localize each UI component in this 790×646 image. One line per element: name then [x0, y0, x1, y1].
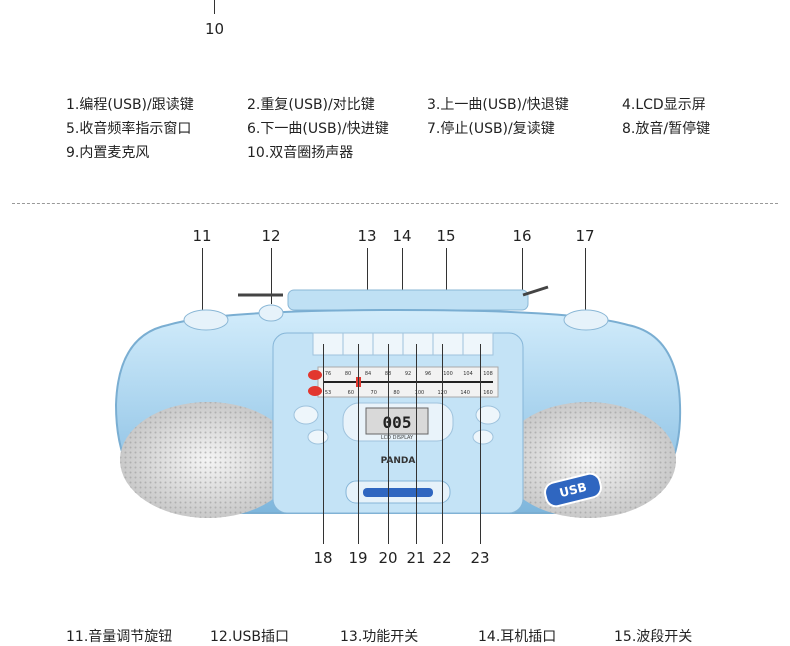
leader-line-19: [358, 344, 359, 544]
usb-badge: [544, 472, 602, 508]
legend-item-14: 14.耳机插口: [478, 629, 557, 645]
leader-line-12: [271, 248, 272, 304]
brand-label: PANDA: [381, 456, 416, 466]
legend-item-5: 5.收音频率指示窗口: [66, 121, 192, 137]
legend-item-13: 13.功能开关: [340, 629, 419, 645]
tuner-label: 70: [371, 390, 377, 396]
tuner-label: 96: [425, 371, 431, 377]
callout-17: 17: [575, 227, 595, 245]
leader-line-22: [442, 344, 443, 544]
tuner-label: 140: [460, 390, 470, 396]
tuner-label: 80: [345, 371, 351, 377]
leader-line-17: [585, 248, 586, 316]
legend-item-15: 15.波段开关: [614, 629, 693, 645]
callout-13: 13: [357, 227, 377, 245]
legend-item-8: 8.放音/暂停键: [622, 121, 711, 137]
lcd-screen: [365, 407, 429, 435]
tuner-label: 100: [443, 371, 453, 377]
legend-item-12: 12.USB插口: [210, 629, 290, 645]
tuner-label: 160: [483, 390, 493, 396]
tuner-label: 53: [325, 390, 331, 396]
callout-15: 15: [436, 227, 456, 245]
legend-item-10: 10.双音圈扬声器: [247, 145, 354, 161]
legend-item-6: 6.下一曲(USB)/快进键: [247, 121, 389, 137]
legend-item-11: 11.音量调节旋钮: [66, 629, 173, 645]
leader-line-20: [388, 344, 389, 544]
legend-item-4: 4.LCD显示屏: [622, 97, 706, 113]
callout-19: 19: [348, 549, 368, 567]
tuner-label: 80: [393, 390, 399, 396]
leader-line-16: [522, 248, 523, 296]
leader-line-23: [480, 344, 481, 544]
leader-line-13: [367, 248, 368, 298]
lcd-text: 005: [383, 413, 412, 432]
callout-23: 23: [470, 549, 490, 567]
leader-line-15: [446, 248, 447, 298]
legend-item-7: 7.停止(USB)/复读键: [427, 121, 555, 137]
legend-item-1: 1.编程(USB)/跟读键: [66, 97, 194, 113]
lcd-label: LCD DISPLAY: [381, 435, 414, 441]
callout-18: 18: [313, 549, 333, 567]
tuner-scale-top: 768084889296100104108: [325, 371, 493, 377]
leader-line-10: [214, 0, 215, 14]
callout-21: 21: [406, 549, 426, 567]
tuner-label: 60: [348, 390, 354, 396]
callout-22: 22: [432, 549, 452, 567]
radio-cassette-player-illustration: 768084889296100104108 536070801001201401…: [114, 285, 682, 518]
tuner-label: 76: [325, 371, 331, 377]
callout-12: 12: [261, 227, 281, 245]
callout-10: 10: [205, 20, 225, 38]
legend-item-2: 2.重复(USB)/对比键: [247, 97, 375, 113]
callout-20: 20: [378, 549, 398, 567]
tuner-label: 84: [365, 371, 371, 377]
callout-11: 11: [192, 227, 212, 245]
tuner-label: 92: [405, 371, 411, 377]
svg-text:USB: USB: [558, 480, 588, 500]
leader-line-11: [202, 248, 203, 312]
tuner-label: 108: [483, 371, 493, 377]
dashed-divider: [12, 203, 778, 204]
legend-item-9: 9.内置麦克风: [66, 145, 150, 161]
leader-line-14: [402, 248, 403, 298]
callout-14: 14: [392, 227, 412, 245]
tuner-label: 100: [415, 390, 425, 396]
legend-item-3: 3.上一曲(USB)/快退键: [427, 97, 569, 113]
callout-16: 16: [512, 227, 532, 245]
tuner-label: 104: [463, 371, 473, 377]
leader-line-21: [416, 344, 417, 544]
leader-line-18: [323, 344, 324, 544]
